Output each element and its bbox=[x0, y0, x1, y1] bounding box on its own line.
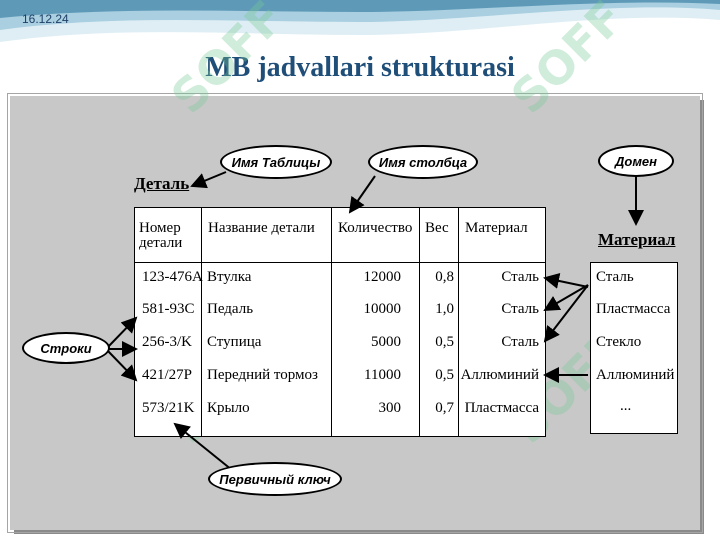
header-wave bbox=[0, 0, 720, 42]
domain-item: Стекло bbox=[596, 334, 642, 350]
col-divider bbox=[458, 207, 459, 437]
cell-number: 256-3/K bbox=[142, 334, 192, 350]
domain-item: Сталь bbox=[596, 269, 634, 285]
domain-item: Аллюминий bbox=[596, 367, 675, 383]
slide-date: 16.12.24 bbox=[22, 12, 69, 26]
col-divider bbox=[331, 207, 332, 437]
cell-number: 581-93C bbox=[142, 301, 195, 317]
cell-material: Сталь bbox=[501, 269, 539, 285]
cell-name: Педаль bbox=[207, 301, 254, 317]
cell-number: 573/21K bbox=[142, 400, 195, 416]
callout-table-name: Имя Таблицы bbox=[220, 145, 332, 179]
cell-weight: 0,5 bbox=[435, 334, 454, 350]
header-divider bbox=[134, 262, 546, 263]
cell-name: Крыло bbox=[207, 400, 250, 416]
domain-item: Пластмасса bbox=[596, 301, 671, 317]
cell-material: Сталь bbox=[501, 301, 539, 317]
col-divider bbox=[419, 207, 420, 437]
domain-table bbox=[590, 262, 678, 434]
table-caption: Деталь bbox=[134, 174, 190, 193]
callout-rows: Строки bbox=[22, 332, 110, 364]
cell-qty: 300 bbox=[378, 400, 402, 416]
cell-qty: 10000 bbox=[363, 301, 402, 317]
cell-material: Аллюминий bbox=[460, 367, 539, 383]
domain-item: ... bbox=[620, 398, 632, 414]
cell-material: Сталь bbox=[501, 334, 539, 350]
cell-weight: 0,8 bbox=[435, 269, 454, 285]
cell-number: 123-476A bbox=[142, 269, 203, 285]
cell-qty: 12000 bbox=[363, 269, 402, 285]
callout-primary-key: Первичный ключ bbox=[208, 462, 342, 496]
cell-name: Ступица bbox=[207, 334, 262, 350]
domain-caption: Материал bbox=[598, 230, 676, 249]
cell-name: Втулка bbox=[207, 269, 252, 285]
cell-weight: 1,0 bbox=[435, 301, 454, 317]
header-material: Материал bbox=[465, 220, 528, 236]
header-qty: Количество bbox=[338, 220, 413, 236]
col-divider bbox=[201, 207, 202, 437]
slide-title: MB jadvallari strukturasi bbox=[205, 52, 515, 83]
cell-qty: 5000 bbox=[371, 334, 401, 350]
cell-material: Пластмасса bbox=[464, 400, 539, 416]
cell-weight: 0,7 bbox=[435, 400, 454, 416]
cell-number: 421/27P bbox=[142, 367, 193, 383]
callout-column-name: Имя столбца bbox=[368, 145, 478, 179]
header-weight: Вес bbox=[425, 220, 449, 236]
cell-name: Передний тормоз bbox=[207, 367, 318, 383]
header-name: Название детали bbox=[208, 220, 315, 236]
cell-weight: 0,5 bbox=[435, 367, 454, 383]
cell-qty: 11000 bbox=[364, 367, 401, 383]
header-number-line2: детали bbox=[139, 235, 183, 251]
callout-domain: Домен bbox=[598, 145, 674, 177]
header-number-line1: Номер bbox=[139, 220, 181, 236]
